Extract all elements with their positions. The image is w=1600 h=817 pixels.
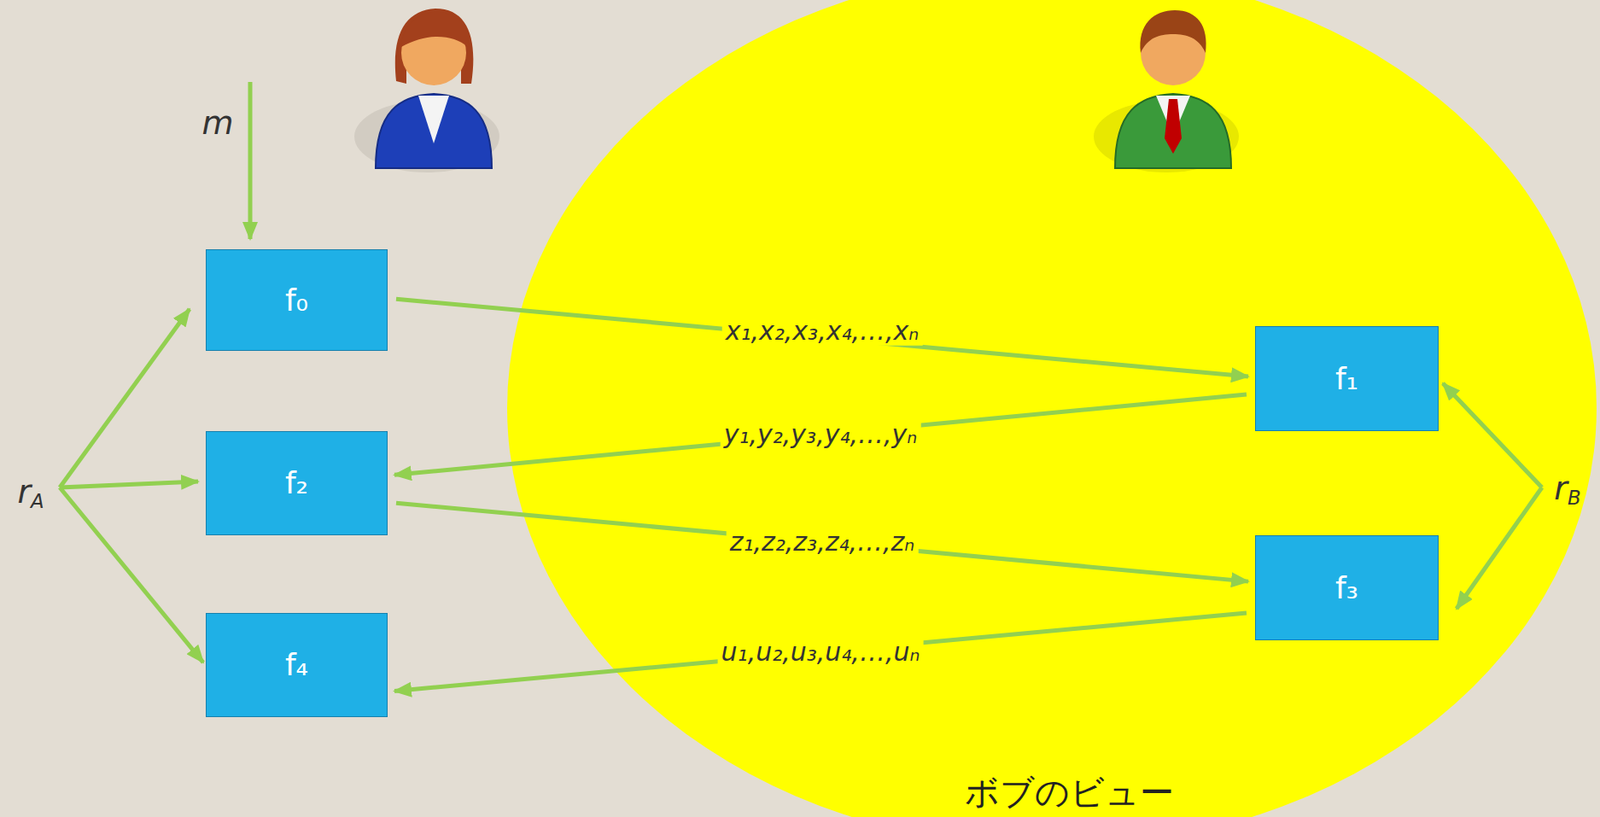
edge-label-slot: z₁,z₂,z₃,z₄,…,zₙ	[726, 527, 919, 558]
function-name: f₂	[285, 466, 309, 501]
message-sequence: y₁,y₂,y₃,y₄,…,yₙ	[720, 419, 922, 450]
text-slot: ボブのビュー	[964, 773, 1174, 812]
jacket	[375, 93, 492, 169]
subscript: B	[1567, 486, 1582, 509]
subscript: A	[30, 490, 45, 513]
symbol: m	[201, 104, 234, 142]
random-arrow	[1442, 383, 1542, 488]
message-arrow	[394, 613, 1247, 691]
message-arrow	[394, 394, 1247, 475]
edge-label-slot: y₁,y₂,y₃,y₄,…,yₙ	[720, 420, 922, 450]
message-arrow	[396, 298, 1249, 377]
message-arrow	[248, 81, 253, 240]
random-arrow	[59, 309, 190, 488]
region-fill	[507, 0, 1597, 817]
random-arrow	[59, 487, 204, 663]
function-box: f₀	[205, 249, 388, 351]
label-slot: m	[201, 105, 234, 145]
random-arrow	[59, 481, 199, 488]
edge-label-slot: x₁,x₂,x₃,x₄,…,xₙ	[722, 315, 923, 346]
message-sequence: x₁,x₂,x₃,x₄,…,xₙ	[722, 315, 923, 345]
function-name: f₁	[1335, 362, 1359, 397]
message-sequence: z₁,z₂,z₃,z₄,…,zₙ	[726, 526, 919, 557]
function-box: f₃	[1255, 535, 1439, 641]
collar	[418, 95, 450, 144]
function-box: f₁	[1255, 326, 1439, 432]
tie	[1164, 99, 1182, 154]
view-region: ボブのビュー f₁ f₃	[507, 0, 1597, 817]
alice-icon	[354, 8, 500, 173]
signal-name: m	[201, 104, 234, 142]
bob-icon	[1093, 10, 1239, 173]
hair-top	[401, 11, 469, 47]
message-arrow	[396, 502, 1249, 582]
symbol: r	[1553, 469, 1568, 508]
function-box: f₄	[205, 613, 388, 718]
hair	[1139, 10, 1206, 53]
function-name: f₀	[285, 283, 309, 318]
label-slot: rB	[1553, 471, 1581, 510]
label-slot: rA	[17, 474, 44, 514]
signal-name: rB	[1553, 469, 1581, 508]
function-name: f₃	[1335, 571, 1359, 606]
region-title: ボブのビュー	[964, 772, 1174, 812]
random-arrow	[1456, 487, 1542, 609]
signal-name: rA	[17, 472, 44, 511]
edge-label-slot: u₁,u₂,u₃,u₄,…,uₙ	[718, 637, 924, 668]
input-arrows	[59, 81, 1542, 663]
function-box: f₂	[205, 431, 388, 536]
jacket	[1115, 93, 1232, 169]
function-name: f₄	[285, 648, 309, 683]
message-sequence: u₁,u₂,u₃,u₄,…,uₙ	[718, 636, 924, 667]
symbol: r	[17, 472, 31, 511]
